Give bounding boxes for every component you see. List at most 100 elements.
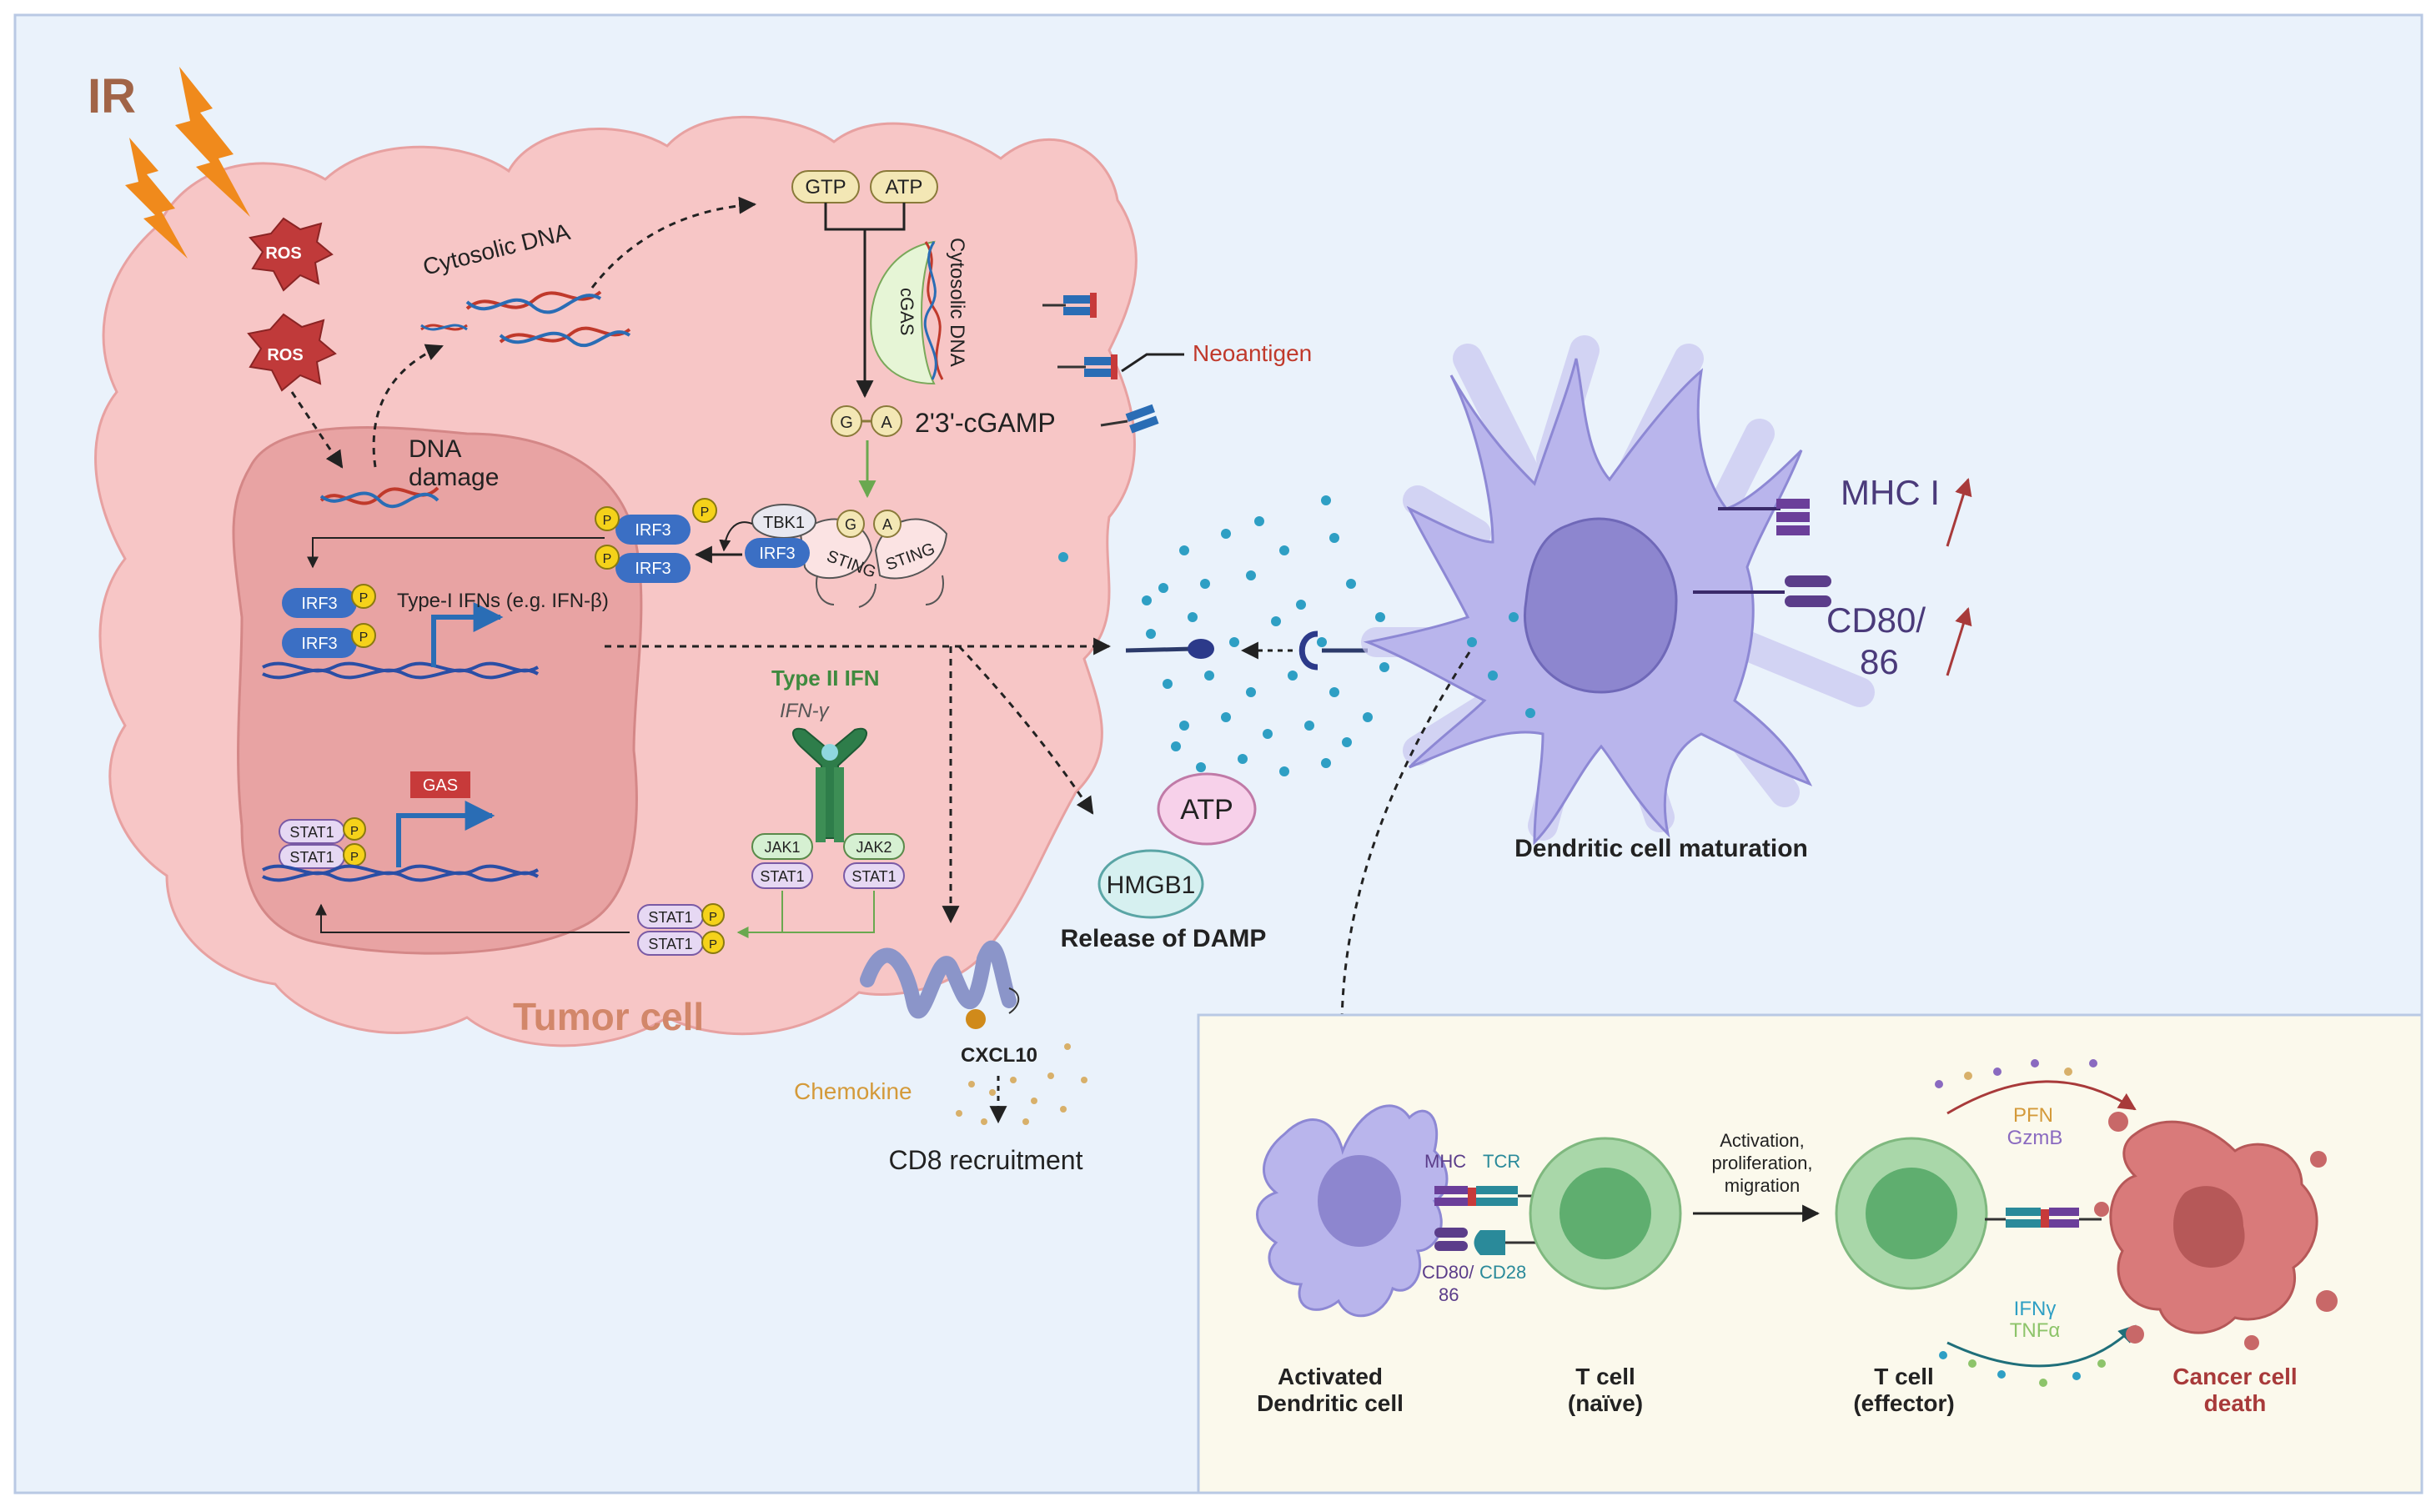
- ifny-label: IFNγ: [2014, 1298, 2057, 1320]
- tbk1-phosphorylation-arrow: [719, 521, 753, 552]
- activation-label: Activation,: [1720, 1130, 1805, 1151]
- neoantigen-label: Neoantigen: [1193, 340, 1312, 366]
- atp-pill: ATP: [870, 170, 938, 203]
- cytosolic-dna-vertical-label: Cytosolic DNA: [946, 238, 968, 367]
- gzmb-label: GzmB: [2007, 1127, 2063, 1149]
- effector-t-cell: [1835, 1137, 1988, 1290]
- naive-t-cell-label: T cell: [1575, 1364, 1635, 1389]
- dna-to-cytosol-arrow: [372, 344, 444, 468]
- svg-text:TBK1: TBK1: [763, 514, 805, 532]
- tcr-label: TCR: [1483, 1151, 1520, 1172]
- prr-receptor-stalk: [1125, 646, 1193, 653]
- mhc1-receptor: [1718, 499, 1810, 535]
- stat1: STAT1: [751, 862, 813, 889]
- gtp-pill: GTP: [791, 170, 860, 203]
- ros-to-dna-arrow: [290, 391, 344, 469]
- jak2: JAK2: [843, 833, 905, 860]
- svg-text:STAT1: STAT1: [289, 824, 334, 841]
- dna-damage-label: damage: [409, 464, 499, 491]
- cd80-86-small-label: CD80/: [1422, 1262, 1474, 1283]
- cxcl10-label: CXCL10: [961, 1044, 1037, 1067]
- stat1-dimer-phospho: STAT1 STAT1 P P: [637, 903, 725, 956]
- upregulation-arrow: [1946, 477, 1972, 547]
- naive-t-cell-label: (naïve): [1568, 1390, 1643, 1416]
- stat1: STAT1: [843, 862, 905, 889]
- hmgb1-bubble: HMGB1: [1097, 849, 1204, 919]
- cd80-86-small-label: 86: [1439, 1284, 1459, 1305]
- svg-text:P: P: [350, 824, 359, 838]
- cancer-death-label: Cancer cell: [2172, 1364, 2297, 1389]
- stat1-to-nucleus-arrow: [315, 903, 630, 933]
- damp-particles: [1058, 495, 1389, 776]
- irf3-dimer-nuclear: IRF3 IRF3 P P: [282, 584, 376, 658]
- release-damp-label: Release of DAMP: [1061, 925, 1267, 952]
- svg-text:HMGB1: HMGB1: [1107, 872, 1196, 899]
- svg-text:P: P: [603, 514, 612, 528]
- svg-text:A: A: [882, 516, 892, 533]
- ir-label: IR: [88, 69, 136, 123]
- cgamp-molecule: G A: [836, 510, 902, 538]
- neoantigen-leader: [1121, 353, 1184, 373]
- lightning-icon: [175, 67, 250, 217]
- dna-helix-icon: [499, 326, 631, 348]
- cd80-86-label: 86: [1860, 642, 1899, 681]
- tnfa-label: TNFα: [2010, 1319, 2061, 1342]
- dc-to-inset-arrow: [1333, 651, 1471, 1066]
- svg-text:GAS: GAS: [423, 776, 458, 795]
- chemokine-label: Chemokine: [794, 1078, 912, 1104]
- dna-helix-icon: [465, 290, 602, 314]
- upregulation-arrow: [1946, 606, 1972, 676]
- cytokine-arrow: [1946, 1324, 2137, 1368]
- receptor-icon: [792, 727, 867, 842]
- cgas-enzyme: [870, 240, 936, 385]
- pfn-label: PFN: [2013, 1104, 2053, 1127]
- svg-text:A: A: [881, 414, 892, 432]
- ros-burst: ROS: [247, 313, 337, 392]
- activation-label: migration: [1725, 1175, 1800, 1196]
- svg-text:JAK1: JAK1: [764, 839, 800, 856]
- mhc-neoantigen: [1057, 354, 1118, 379]
- svg-text:IRF3: IRF3: [635, 560, 671, 578]
- transcription-arrow: [431, 602, 504, 667]
- activated-dc-label: Activated: [1278, 1364, 1383, 1389]
- dc-receptor-cup: [1298, 630, 1318, 671]
- dendritic-cell: [1361, 335, 1875, 846]
- cxcl10-molecule: [966, 1009, 986, 1029]
- stat1-dimer-nuclear: STAT1 STAT1 P P: [279, 817, 366, 869]
- lightning-icon: [125, 138, 188, 259]
- dna-helix-icon: [262, 864, 540, 882]
- svg-text:STAT1: STAT1: [760, 868, 804, 885]
- svg-text:IRF3: IRF3: [301, 595, 337, 613]
- mhc-neoantigen: [1042, 293, 1097, 318]
- svg-text:G: G: [845, 516, 856, 533]
- naive-t-cell: [1529, 1137, 1682, 1290]
- irf3-dimer-phospho: IRF3 IRF3 P P P: [595, 498, 717, 583]
- svg-text:STAT1: STAT1: [851, 868, 896, 885]
- svg-text:ROS: ROS: [267, 346, 303, 364]
- svg-text:ROS: ROS: [265, 244, 301, 263]
- activated-dc-label: Dendritic cell: [1257, 1390, 1404, 1416]
- svg-text:GTP: GTP: [805, 176, 846, 198]
- type2-ifn-label: Type II IFN: [771, 666, 880, 691]
- cgamp-molecule: G A: [831, 405, 902, 437]
- dna-helix-icon: [319, 486, 439, 509]
- effector-t-cell-label: T cell: [1874, 1364, 1934, 1389]
- cgamp-label: 2'3'-cGAMP: [915, 408, 1056, 438]
- atp-bubble: ATP: [1157, 772, 1257, 846]
- svg-text:STAT1: STAT1: [289, 849, 334, 866]
- granule-particles: [1935, 1059, 2106, 1387]
- ifn-to-damp-arrow: [957, 645, 1094, 815]
- svg-text:P: P: [709, 937, 717, 952]
- svg-text:P: P: [350, 850, 359, 864]
- gas-element: GAS: [410, 771, 470, 798]
- svg-text:P: P: [359, 630, 369, 645]
- svg-text:IRF3: IRF3: [301, 635, 337, 653]
- cgas-label: cGAS: [897, 288, 917, 335]
- mhc-label: MHC: [1424, 1151, 1466, 1172]
- tcr-mhc-kill-synapse: [1985, 1208, 2102, 1228]
- dna-helix-icon: [420, 324, 468, 331]
- jak1: JAK1: [751, 833, 813, 860]
- svg-text:ATP: ATP: [1180, 794, 1233, 826]
- cd80-86-label: CD80/: [1826, 600, 1926, 640]
